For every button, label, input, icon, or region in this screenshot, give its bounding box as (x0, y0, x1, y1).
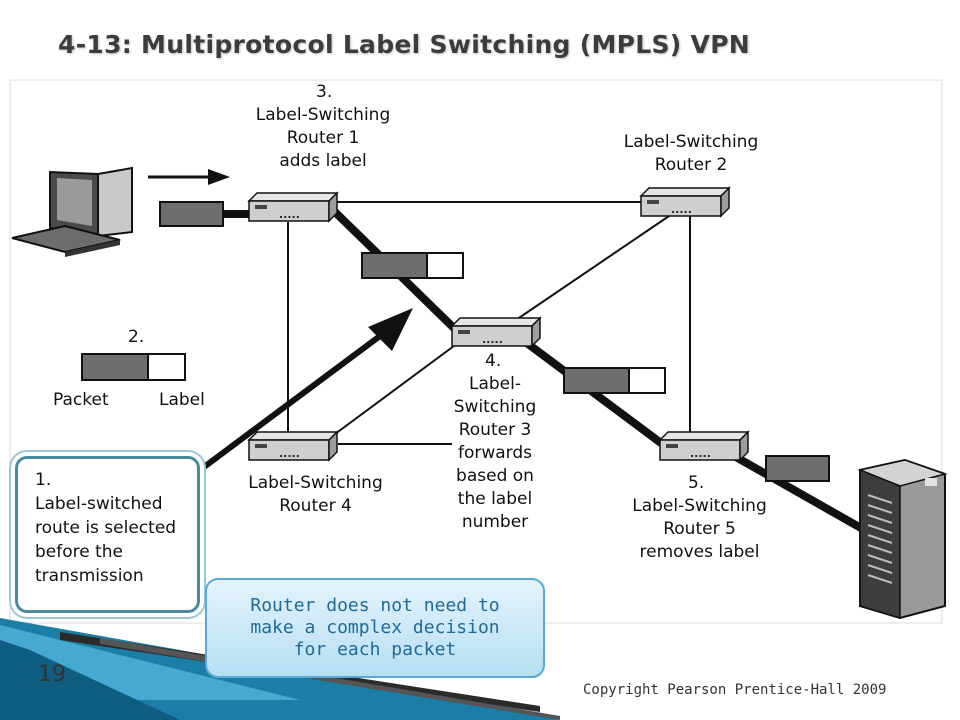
copyright-notice: Copyright Pearson Prentice-Hall 2009 (583, 682, 887, 698)
step4-line: forwards (457, 443, 533, 463)
router2-line: Label-Switching (623, 132, 759, 152)
server-icon (857, 458, 948, 620)
step1-line: transmission (35, 566, 144, 586)
note-callout: Router does not need to make a complex d… (205, 578, 545, 678)
page-number: 19 (38, 662, 66, 687)
step2-number: 2. (128, 327, 145, 347)
step4-line: the label (457, 489, 533, 509)
router4-label: Label-Switching Router 4 (238, 472, 393, 518)
step4-line: 4. (485, 351, 502, 371)
step1-number: 1. (35, 470, 52, 490)
step4-line: Router 3 (458, 420, 532, 440)
router-3-icon: ..... (450, 316, 542, 348)
step1-line: Label-switched (35, 494, 163, 514)
packet-legend (81, 353, 186, 381)
router-2-icon: ..... (639, 186, 731, 218)
slide-title: 4-13: Multiprotocol Label Switching (MPL… (58, 30, 751, 59)
step5-line: Label-Switching (632, 496, 767, 516)
svg-text:.....: ..... (690, 447, 711, 460)
step5-line: 5. (688, 473, 705, 493)
route-selection-arrow (198, 308, 413, 473)
packet-labeled-2 (563, 367, 666, 394)
step5-line: Router 5 (663, 519, 736, 539)
step4-line: Label- (469, 374, 521, 394)
step1-line: route is selected (35, 518, 177, 538)
step1-line: before the (35, 542, 124, 562)
router4-line: Router 4 (279, 496, 352, 516)
router4-line: Label-Switching (248, 473, 383, 493)
packet-unlabeled-ingress (159, 201, 224, 227)
svg-text:.....: ..... (279, 208, 300, 221)
step5-line: removes label (639, 542, 760, 562)
router2-label: Label-Switching Router 2 (615, 131, 767, 177)
note-line: Router does not need to (250, 595, 500, 616)
step3-label: 3. Label-Switching Router 1 adds label (248, 81, 398, 173)
router-1-icon: ..... (247, 191, 339, 223)
step4-line: based on (456, 466, 534, 486)
flow-arrow (148, 169, 230, 185)
step4-line: number (461, 512, 529, 532)
step4-label: 4. Label- Switching Router 3 forwards ba… (440, 350, 550, 534)
svg-text:.....: ..... (671, 203, 692, 216)
step3-line: Router 1 (286, 128, 360, 148)
packet-legend-label: Packet (53, 390, 109, 410)
router-5-icon: ..... (658, 430, 750, 462)
step3-line: 3. (316, 82, 333, 102)
step5-label: 5. Label-Switching Router 5 removes labe… (622, 472, 777, 564)
router2-line: Router 2 (654, 155, 728, 175)
router-4-icon: ..... (247, 430, 339, 462)
client-computer-icon (11, 166, 133, 257)
svg-text:.....: ..... (279, 447, 300, 460)
label-legend-label: Label (159, 390, 205, 410)
note-line: make a complex decision (250, 617, 500, 638)
network-links (287, 201, 691, 445)
step3-line: adds label (279, 151, 367, 171)
step1-callout-box (15, 456, 200, 613)
packet-labeled-1 (361, 252, 464, 279)
step3-line: Label-Switching (255, 105, 391, 125)
step4-line: Switching (453, 397, 537, 417)
packet-unlabeled-egress (765, 455, 830, 482)
note-line: for each packet (293, 639, 457, 660)
svg-text:.....: ..... (482, 333, 503, 346)
step1-text: 1. Label-switched route is selected befo… (35, 468, 176, 588)
